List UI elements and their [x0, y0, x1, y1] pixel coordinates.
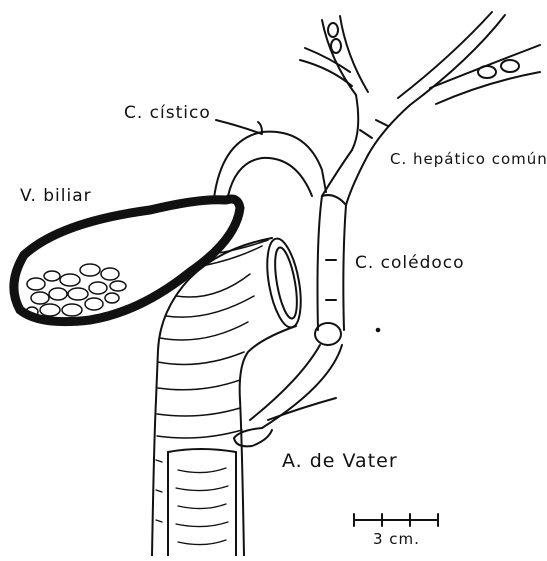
scale-bar — [354, 514, 438, 526]
label-gallbladder: V. biliar — [20, 186, 92, 206]
hepatic-duct-branches — [300, 12, 540, 155]
label-ampulla-of-vater: A. de Vater — [282, 450, 398, 472]
speck-dot — [377, 329, 380, 332]
label-common-bile-duct: C. colédoco — [355, 253, 465, 273]
common-bile-duct — [250, 120, 388, 428]
label-scale: 3 cm. — [373, 530, 420, 548]
duct-stone — [315, 323, 341, 345]
gallbladder — [14, 199, 240, 322]
label-cystic-duct: C. cístico — [124, 103, 211, 123]
gallstones — [26, 264, 126, 317]
label-common-hepatic-duct: C. hepático común — [390, 150, 547, 168]
cystic-duct — [214, 122, 326, 198]
cystic-leader-line — [216, 120, 262, 134]
